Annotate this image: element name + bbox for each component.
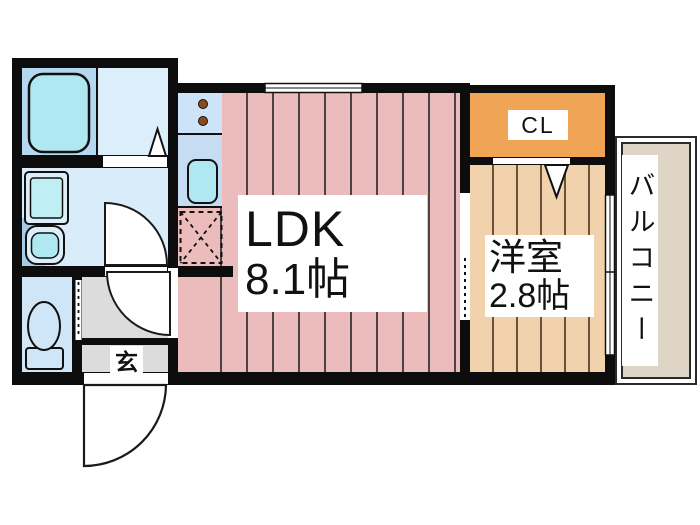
ldk-west-opening <box>460 193 470 320</box>
wall-right-outer <box>605 85 615 385</box>
bath-doorway <box>103 156 167 167</box>
wall-hall-ldk-lower <box>168 338 178 378</box>
room-bath <box>22 68 96 155</box>
kitchen-sink-section <box>178 135 222 207</box>
wall-top-bath <box>12 58 178 68</box>
washroom-doorway <box>105 267 167 276</box>
wall-toilet-hall <box>72 277 82 372</box>
front-doorway <box>84 373 168 384</box>
closet-label-name: CL <box>521 111 555 138</box>
ldk-label-size: 8.1帖 <box>245 254 351 304</box>
entrance-label: 玄 <box>110 346 143 375</box>
entrance-label-name: 玄 <box>115 348 138 375</box>
wall-left-outer <box>12 58 22 385</box>
ldk-label-name: LDK <box>245 200 346 257</box>
western-room-label: 洋室 2.8帖 <box>485 235 594 317</box>
balcony-label-name: バルコニー <box>624 170 655 351</box>
vanity-counter <box>22 218 46 266</box>
wall-ldk-west-lower <box>460 320 470 372</box>
western-room-label-name: 洋室 <box>489 236 563 278</box>
western-room-label-size: 2.8帖 <box>489 276 571 315</box>
bath-floor-area <box>96 68 170 155</box>
ldk-doorway <box>168 268 178 338</box>
entrance-step-edge <box>78 338 168 345</box>
wall-closet-top <box>460 85 615 93</box>
wall-kitchen-left <box>168 58 178 268</box>
ldk-label: LDK 8.1帖 <box>238 195 427 312</box>
kitchen-stove-section <box>178 93 222 133</box>
wall-ldk-top <box>168 83 470 93</box>
closet-doorway <box>493 158 570 164</box>
hallway-area <box>82 277 168 338</box>
wall-ldk-west-upper <box>460 93 470 193</box>
balcony-label: バルコニー <box>622 155 658 366</box>
front-door-swing <box>82 383 168 468</box>
closet-label: CL <box>508 110 568 140</box>
room-toilet <box>22 277 72 372</box>
